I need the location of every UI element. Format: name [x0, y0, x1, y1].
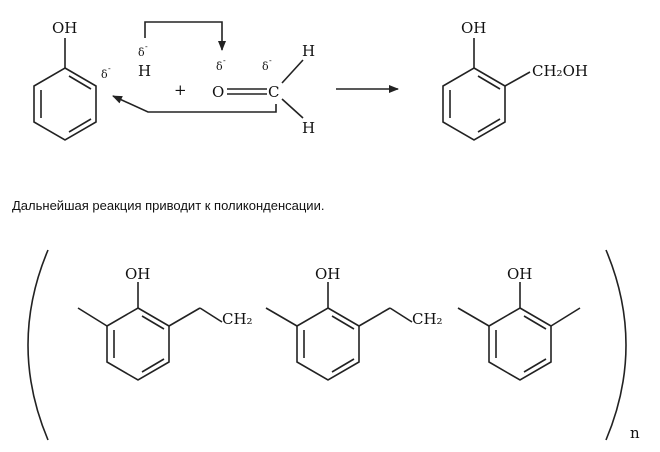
- polymer-ch2-1-label: CH₂: [222, 310, 253, 328]
- delta-c-sign: -: [269, 56, 272, 65]
- formaldehyde-c-label: C: [268, 83, 279, 101]
- polymer-left-paren: [27, 249, 49, 441]
- plus-sign: +: [174, 81, 187, 99]
- delta-o-sign: -: [223, 56, 226, 65]
- delta-c-label: δ: [262, 60, 269, 73]
- formaldehyde-h-top-label: H: [302, 42, 315, 60]
- phenol-oh-label: OH: [52, 19, 77, 37]
- formaldehyde-o-label: O: [212, 83, 224, 101]
- product-ch2oh-label: CH₂OH: [532, 62, 588, 80]
- polymer-ring-2: [265, 282, 413, 381]
- delta-ring-sign: -: [108, 64, 111, 73]
- product-ring: [442, 38, 531, 141]
- delta-ring-label: δ: [101, 68, 108, 81]
- caption-text: Дальнейшая реакция приводит к поликонден…: [12, 198, 325, 213]
- ch-bond-bottom: [281, 98, 304, 119]
- product-oh-label: OH: [461, 19, 486, 37]
- formaldehyde-h-bottom-label: H: [302, 119, 315, 137]
- c-attack-arrow: [112, 95, 277, 113]
- polymer-oh-3-label: OH: [507, 265, 532, 283]
- phenol-h-label: H: [138, 62, 151, 80]
- polymer-oh-2-label: OH: [315, 265, 340, 283]
- polymer-ring-3: [457, 282, 581, 381]
- polymer-oh-1-label: OH: [125, 265, 150, 283]
- h-transfer-arrow: [144, 21, 226, 51]
- delta-h-label: δ: [138, 46, 145, 59]
- ch-bond-top: [281, 59, 304, 84]
- polymer-ch2-2-label: CH₂: [412, 310, 443, 328]
- delta-o-label: δ: [216, 60, 223, 73]
- polymer-right-paren: [605, 249, 627, 441]
- delta-h-sign: -: [145, 42, 148, 51]
- polymer-ring-1: [77, 282, 223, 381]
- phenol-ring: [33, 38, 97, 141]
- polymer-n-subscript: n: [630, 424, 640, 442]
